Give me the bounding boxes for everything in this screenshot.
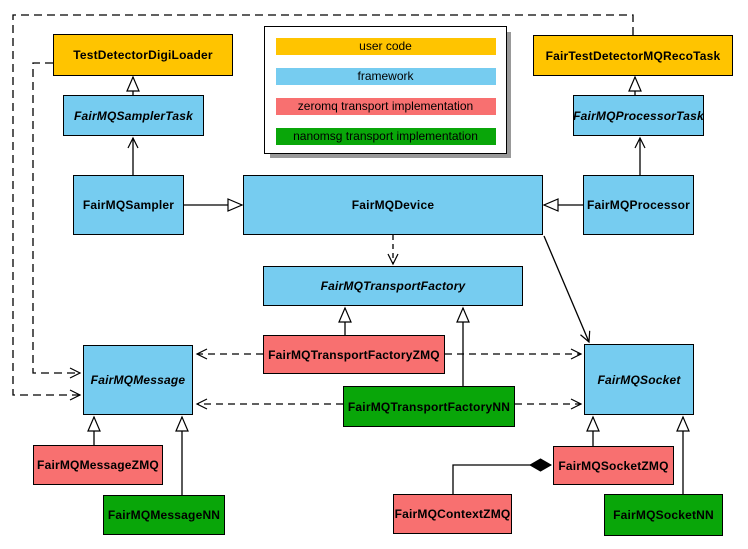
class-box-fairmqmessage: FairMQMessage [83,345,193,415]
edge-recotask-to-message [12,14,634,401]
class-box-fairmqsocketnn: FairMQSocketNN [604,494,723,536]
legend-item-user-code: user code [275,38,496,55]
legend: user code framework zeromq transport imp… [264,26,507,154]
class-box-fairmqdevice: FairMQDevice [243,175,543,235]
class-box-fairmqtransportfactorynn: FairMQTransportFactoryNN [343,386,515,427]
edge-device-to-socket [543,235,591,344]
legend-item-nanomsg: nanomsg transport implementation [275,128,496,145]
class-box-fairmqmessagenn: FairMQMessageNN [103,495,225,535]
class-box-fairtestdetectormqrecotask: FairTestDetectorMQRecoTask [533,35,733,76]
class-box-fairmqprocessor: FairMQProcessor [583,175,694,235]
class-box-fairmqsamplertask: FairMQSamplerTask [63,95,204,136]
class-box-fairmqtransportfactoryzmq: FairMQTransportFactoryZMQ [263,335,445,374]
class-box-fairmqsocket: FairMQSocket [584,344,694,415]
class-box-fairmqprocessortask: FairMQProcessorTask [573,95,704,136]
class-box-fairmqsampler: FairMQSampler [73,175,184,235]
class-box-fairmqmessagezmq: FairMQMessageZMQ [33,445,163,485]
class-box-fairmqcontextzmq: FairMQContextZMQ [393,494,512,534]
edge-digiloader-to-message [32,62,82,379]
class-box-fairmqsocketzmq: FairMQSocketZMQ [553,446,674,485]
class-box-testdetectordigiloader: TestDetectorDigiLoader [53,34,233,76]
legend-item-zeromq: zeromq transport implementation [275,98,496,115]
class-box-fairmqtransportfactory: FairMQTransportFactory [263,266,523,306]
legend-item-framework: framework [275,68,496,85]
edge-contextzmq-to-socketzmq [452,458,553,494]
